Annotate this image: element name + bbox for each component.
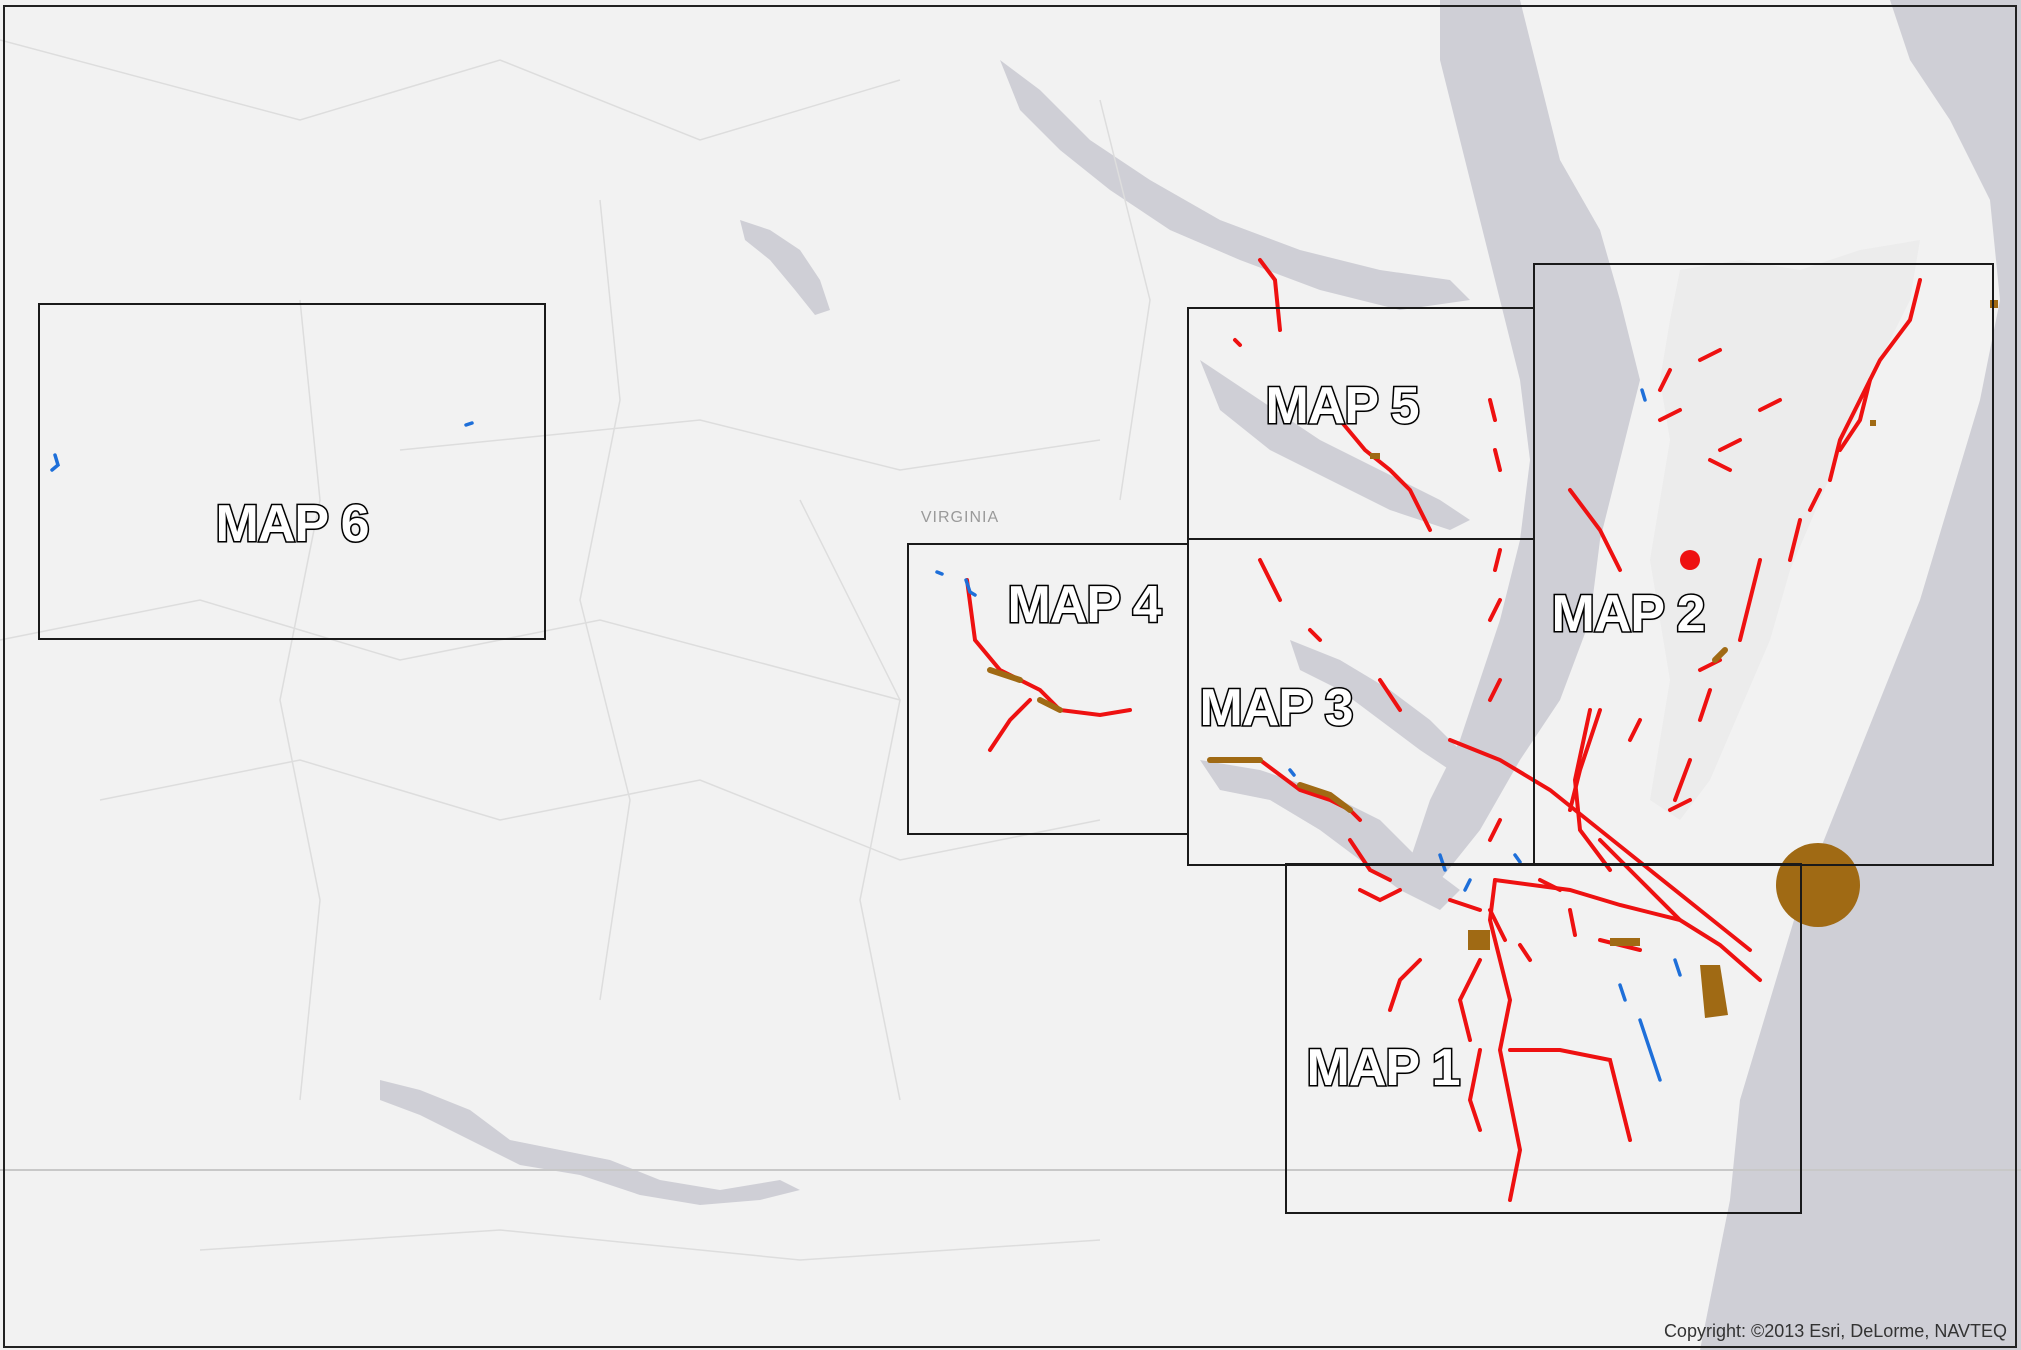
york-river [1290,640,1460,770]
state-label: VIRGINIA [920,509,1000,526]
red-spot-feature [1680,550,1700,570]
map-3-label: MAP 3 [1198,678,1355,739]
map-4-label: MAP 4 [1006,575,1163,636]
map-6-label: MAP 6 [214,494,371,555]
rappahannock-river [1200,360,1470,530]
map-2-label: MAP 2 [1550,584,1707,645]
reservoir-north [740,220,830,315]
brown-block-5 [1370,453,1380,459]
brown-block-2 [1700,965,1728,1018]
frame-map-2[interactable] [1533,263,1994,866]
county-lines [0,39,1151,1261]
eastern-shore [1650,240,1920,820]
chesapeake-bay [1410,0,1640,880]
brown-lines [987,647,1728,813]
brown-block-6 [1870,420,1876,426]
james-river [1200,760,1460,910]
brown-block-1 [1468,930,1490,950]
frame-map-6[interactable] [38,303,546,640]
ocean-area [1700,0,2021,1350]
map-5-label: MAP 5 [1264,376,1421,437]
blue-features [50,388,1682,1082]
frame-map-1[interactable] [1285,863,1802,1214]
map-1-label: MAP 1 [1305,1038,1462,1099]
potomac-river [1000,60,1470,310]
brown-block-4 [1990,300,1998,308]
copyright-text: Copyright: ©2013 Esri, DeLorme, NAVTEQ [1663,1321,2007,1341]
brown-block-3 [1610,938,1640,946]
reservoir-south [380,1080,800,1205]
